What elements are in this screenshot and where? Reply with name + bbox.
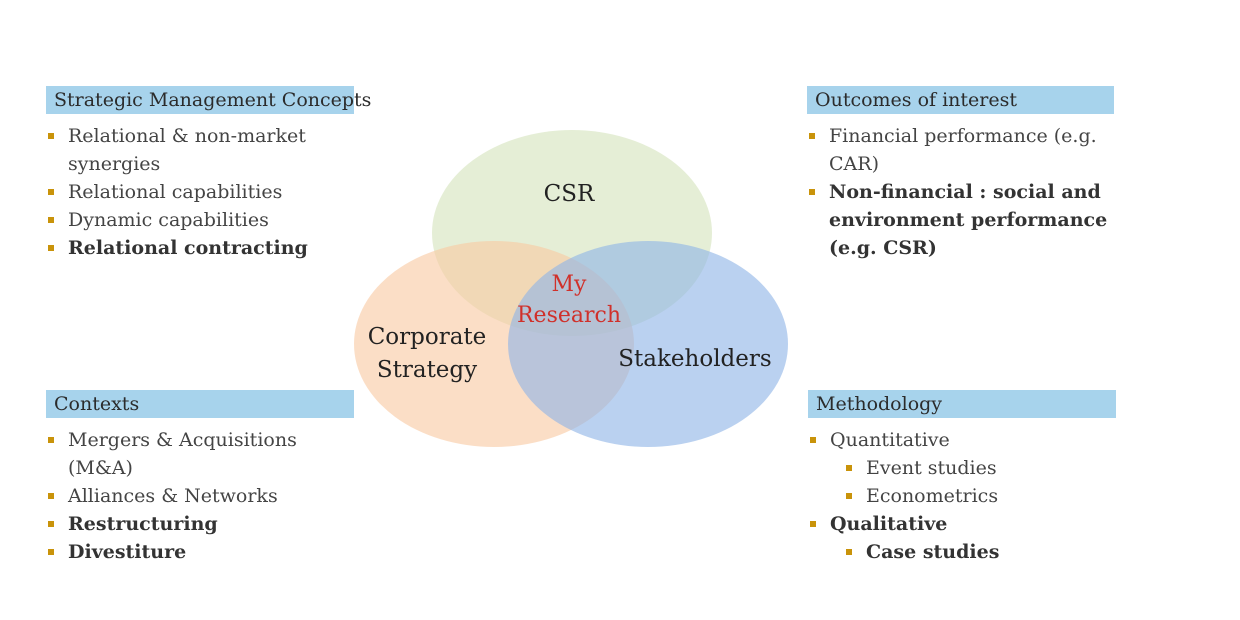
concepts-panel: Strategic Management Concepts Relational… [46,86,371,262]
list-item: Mergers & Acquisitions (M&A) [46,426,354,482]
my-research-label-line1: My [552,272,588,297]
venn-diagram: CSR Corporate Strategy Stakeholders My R… [354,130,788,447]
outcomes-header: Outcomes of interest [807,86,1114,114]
outcomes-list: Financial performance (e.g. CAR)Non-fina… [807,122,1114,262]
list-item: Restructuring [46,510,354,538]
list-item: Financial performance (e.g. CAR) [807,122,1129,178]
concepts-header: Strategic Management Concepts [46,86,371,114]
my-research-label-line2: Research [517,303,621,328]
list-item: Relational contracting [46,234,354,262]
list-item: Qualitative [808,510,1116,538]
list-item: Event studies [844,454,1116,482]
list-item: Relational capabilities [46,178,354,206]
list-item: Dynamic capabilities [46,206,354,234]
contexts-panel: Contexts Mergers & Acquisitions (M&A)All… [46,390,354,566]
stakeholders-circle [508,241,788,447]
list-item: Alliances & Networks [46,482,354,510]
list-item: Case studies [844,538,1116,566]
corporate-label-line2: Strategy [377,357,477,383]
list-item: Relational & non-market synergies [46,122,354,178]
outcomes-panel: Outcomes of interest Financial performan… [807,86,1114,262]
list-item: Quantitative [808,426,1116,454]
contexts-list: Mergers & Acquisitions (M&A)Alliances & … [46,426,354,566]
csr-label: CSR [544,181,595,207]
list-item: Econometrics [844,482,1116,510]
contexts-header: Contexts [46,390,354,418]
list-item: Non-financial : social and environment p… [807,178,1129,262]
stakeholders-label: Stakeholders [618,346,771,372]
corporate-label-line1: Corporate [368,324,487,350]
methodology-header: Methodology [808,390,1116,418]
list-item: Divestiture [46,538,354,566]
